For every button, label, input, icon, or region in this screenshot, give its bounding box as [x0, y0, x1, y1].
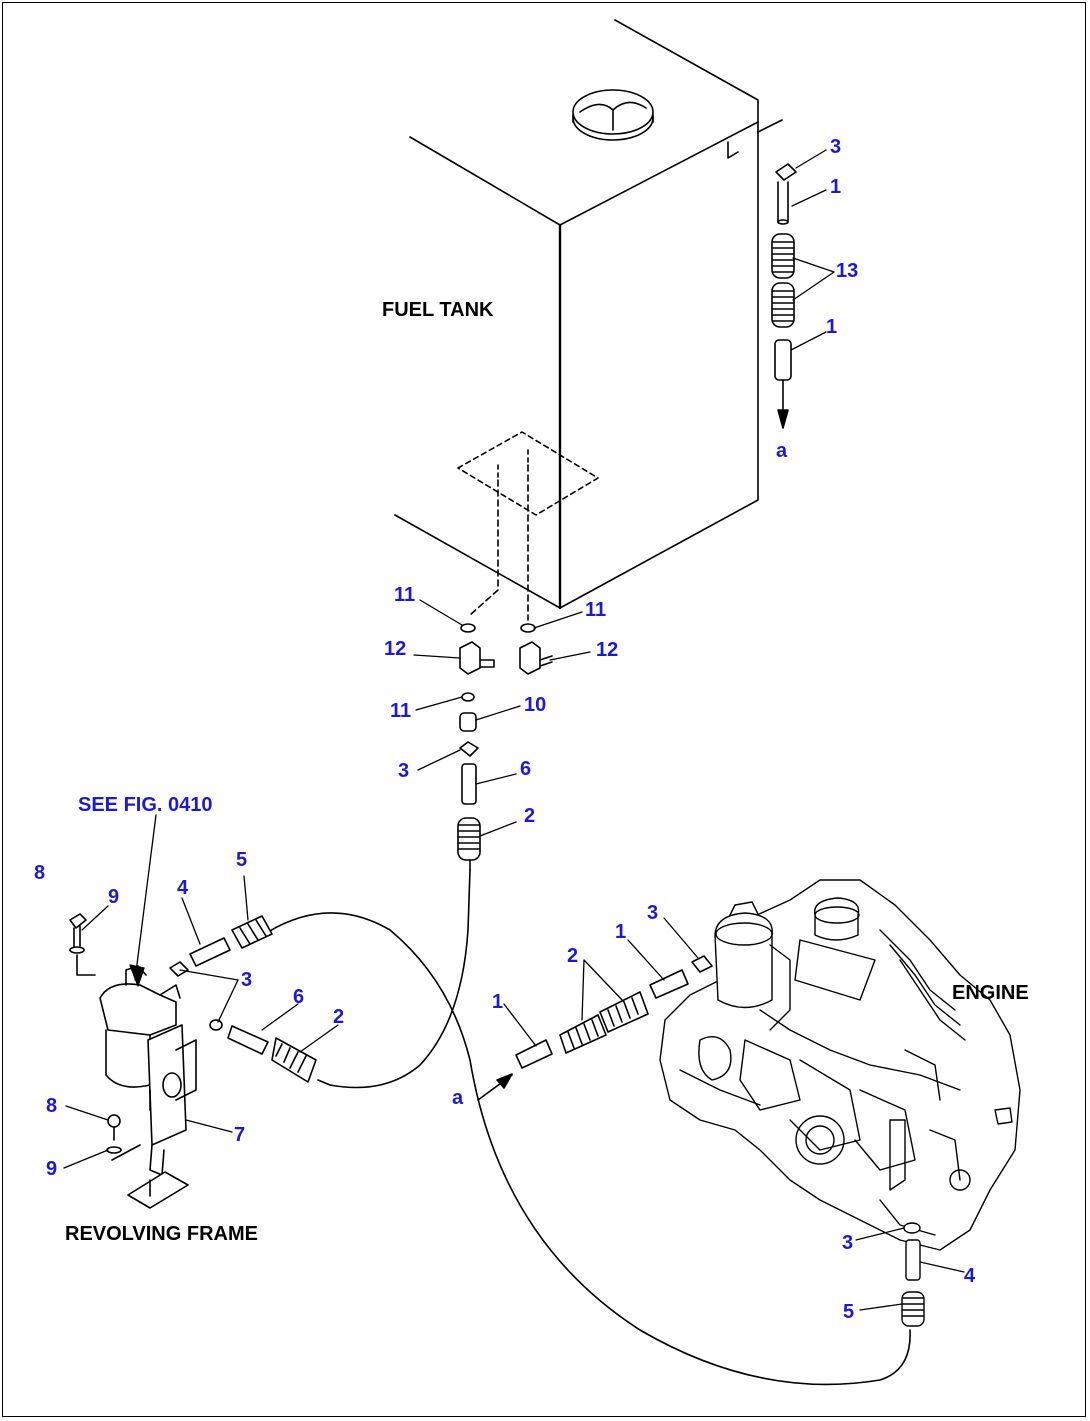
callout-8: 8	[34, 862, 46, 884]
callout-3: 3	[842, 1232, 854, 1254]
callout-11: 11	[585, 599, 607, 621]
callout-4: 4	[177, 877, 189, 899]
callout-2: 2	[524, 805, 536, 827]
return-hose-stack	[771, 163, 797, 429]
callout-9: 9	[108, 886, 120, 908]
callout-6: 6	[293, 986, 305, 1008]
leader-lines	[63, 149, 965, 1311]
callout-a: a	[452, 1087, 464, 1109]
valve-column	[457, 623, 553, 871]
fuel-tank	[394, 19, 783, 621]
callout-1: 1	[826, 316, 838, 338]
callout-6: 6	[520, 758, 532, 780]
engine	[659, 879, 1021, 1327]
callout-4: 4	[964, 1265, 976, 1287]
callout-1: 1	[830, 176, 842, 198]
callout-2: 2	[567, 945, 579, 967]
callout-5: 5	[843, 1301, 855, 1323]
callout-8: 8	[46, 1095, 58, 1117]
fuel-hoses	[267, 869, 911, 1386]
callout-3: 3	[241, 969, 253, 991]
callout-1: 1	[615, 921, 627, 943]
callout-3: 3	[647, 902, 659, 924]
callout-1: 1	[492, 991, 504, 1013]
callout-9: 9	[46, 1158, 58, 1180]
callout-7: 7	[234, 1124, 246, 1146]
figure-reference-label: SEE FIG. 0410	[78, 794, 213, 816]
callout-5: 5	[236, 849, 248, 871]
callout-13: 13	[836, 260, 859, 282]
callout-3: 3	[830, 136, 842, 158]
callout-11: 11	[394, 584, 416, 606]
fuel-filter-assembly	[69, 913, 317, 1209]
callout-2: 2	[333, 1006, 345, 1028]
revolving-frame-label: REVOLVING FRAME	[65, 1223, 258, 1245]
callout-12: 12	[596, 639, 619, 661]
engine-label: ENGINE	[952, 982, 1029, 1004]
fuel-tank-label: FUEL TANK	[382, 299, 494, 321]
filler-cap	[572, 89, 654, 141]
callout-12: 12	[384, 638, 407, 660]
callout-a: a	[776, 440, 788, 462]
callout-11: 11	[390, 700, 412, 722]
callout-10: 10	[524, 694, 547, 716]
callout-3: 3	[398, 760, 410, 782]
